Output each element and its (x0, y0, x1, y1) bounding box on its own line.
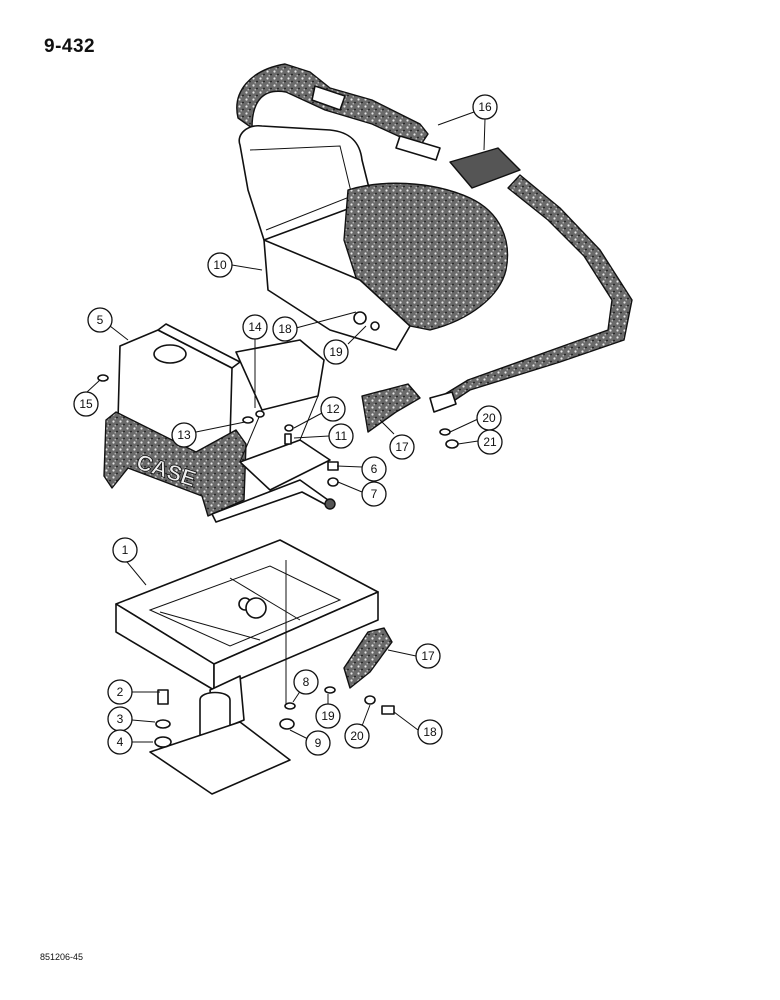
spring-pivot (245, 597, 267, 619)
svg-text:8: 8 (303, 675, 310, 689)
svg-text:18: 18 (278, 322, 292, 336)
belt-adjuster (311, 85, 346, 111)
washer-14 (255, 410, 265, 418)
bolt-6 (327, 461, 339, 471)
svg-text:21: 21 (483, 435, 497, 449)
nut-21 (445, 439, 459, 449)
callout-7: 7 (361, 481, 387, 507)
seat-mount-hole (353, 311, 367, 325)
seat-belt-16 (236, 63, 633, 413)
callout-12: 12 (320, 396, 346, 422)
svg-text:13: 13 (177, 428, 191, 442)
tank-cap (153, 344, 187, 364)
callout-21: 21 (477, 429, 503, 455)
nut-9 (279, 718, 295, 730)
svg-text:4: 4 (117, 735, 124, 749)
svg-text:19: 19 (321, 709, 335, 723)
callout-13: 13 (171, 422, 197, 448)
callout-11: 11 (328, 423, 354, 449)
side-shield-17-upper (361, 383, 421, 433)
callout-18-upper: 18 (272, 316, 298, 342)
svg-text:20: 20 (350, 729, 364, 743)
callout-19-lower: 19 (315, 703, 341, 729)
side-shield-17-lower (343, 627, 393, 689)
callout-8: 8 (293, 669, 319, 695)
belt-buckle (449, 147, 521, 189)
seat-mount-hole (370, 321, 380, 331)
callout-19-upper: 19 (323, 339, 349, 365)
svg-text:2: 2 (117, 685, 124, 699)
callout-5: 5 (87, 307, 113, 333)
belt-latch-plate (395, 135, 441, 161)
svg-text:19: 19 (329, 345, 343, 359)
callout-10: 10 (207, 252, 233, 278)
callouts: 16 10 5 14 18 19 15 13 12 11 6 7 17 20 2… (73, 94, 503, 756)
bolt-18 (381, 705, 395, 715)
callout-18-lower: 18 (417, 719, 443, 745)
callout-1: 1 (112, 537, 138, 563)
svg-text:9: 9 (315, 736, 322, 750)
washer-19 (324, 686, 336, 694)
callout-20-upper: 20 (476, 405, 502, 431)
svg-text:18: 18 (423, 725, 437, 739)
svg-text:10: 10 (213, 258, 227, 272)
svg-text:17: 17 (421, 649, 435, 663)
callout-6: 6 (361, 456, 387, 482)
callout-20-lower: 20 (344, 723, 370, 749)
svg-text:17: 17 (395, 440, 409, 454)
seat-suspension-1 (115, 539, 379, 795)
hardware (97, 374, 459, 748)
callout-16: 16 (472, 94, 498, 120)
lever-knob (324, 498, 336, 510)
seat-base-5: CASE (103, 323, 247, 517)
svg-text:14: 14 (248, 320, 262, 334)
nut-15 (97, 374, 109, 382)
washer-20-upper (439, 428, 451, 436)
svg-text:5: 5 (97, 313, 104, 327)
svg-text:7: 7 (371, 487, 378, 501)
belt-anchor (429, 391, 457, 413)
nut-13 (242, 416, 254, 424)
svg-text:16: 16 (478, 100, 492, 114)
callout-3: 3 (107, 706, 133, 732)
svg-text:20: 20 (482, 411, 496, 425)
callout-4: 4 (107, 729, 133, 755)
washer-8 (284, 702, 296, 710)
callout-9: 9 (305, 730, 331, 756)
svg-text:12: 12 (326, 402, 340, 416)
page-number: 9-432 (44, 36, 96, 57)
seat-cushion-10 (238, 124, 509, 351)
svg-text:1: 1 (122, 543, 129, 557)
svg-text:15: 15 (79, 397, 93, 411)
mounting-bracket (211, 339, 336, 523)
callout-17-lower: 17 (415, 643, 441, 669)
callout-15: 15 (73, 391, 99, 417)
mounting-plate (149, 721, 291, 795)
svg-text:3: 3 (117, 712, 124, 726)
washer-12 (284, 424, 294, 432)
washer-7 (327, 477, 339, 487)
callout-17-upper: 17 (389, 434, 415, 460)
bolt-11 (284, 433, 292, 445)
svg-text:11: 11 (335, 429, 348, 443)
bolt-2 (157, 689, 169, 705)
callout-14: 14 (242, 314, 268, 340)
callout-2: 2 (107, 679, 133, 705)
footer-code: 851206-45 (40, 952, 84, 962)
washer-3 (155, 719, 171, 729)
washer-20 (364, 695, 376, 705)
svg-text:6: 6 (371, 462, 378, 476)
nut-4 (154, 736, 172, 748)
